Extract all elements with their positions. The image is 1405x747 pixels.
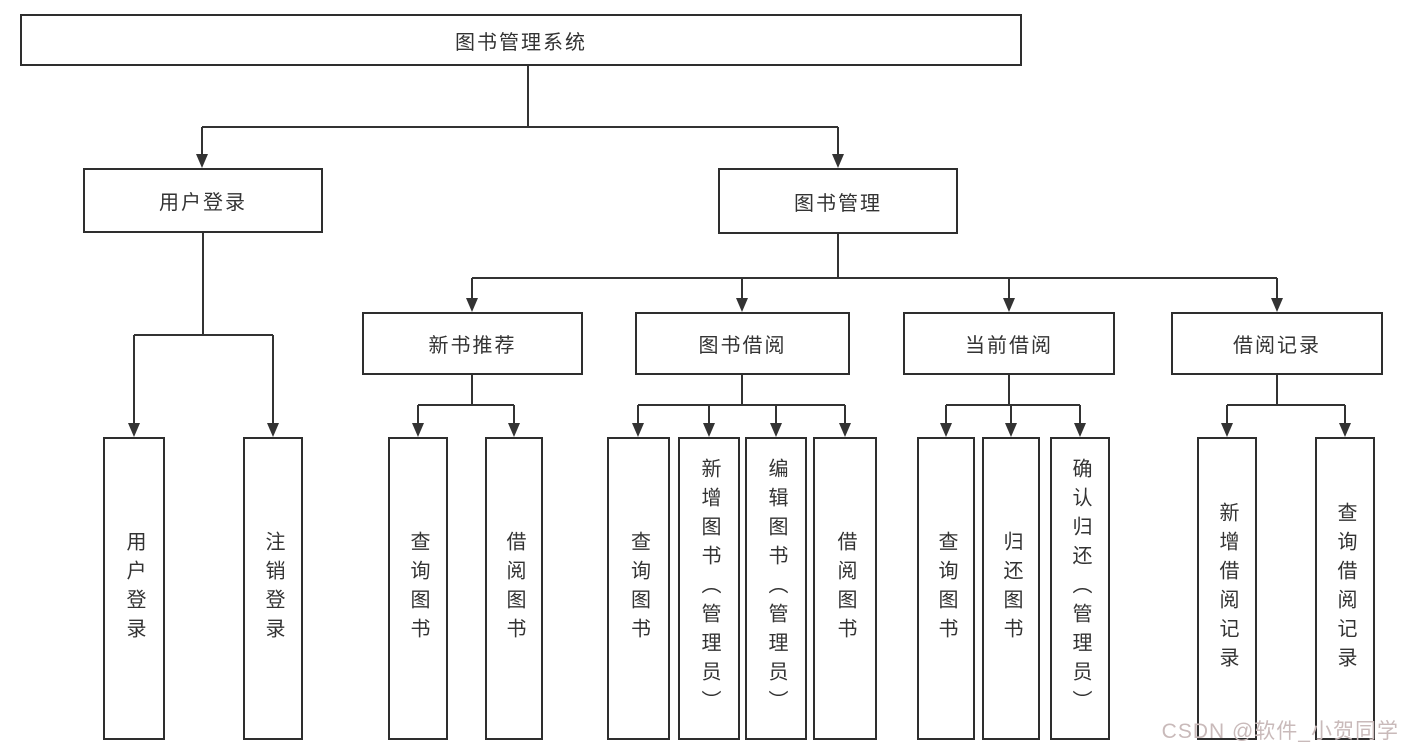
- arrowhead-icon: [466, 298, 478, 312]
- arrowhead-icon: [508, 423, 520, 437]
- node-label: 借阅图书: [503, 530, 525, 647]
- node-book-management: 图书管理: [718, 168, 958, 234]
- node-label: 查询图书: [407, 530, 429, 647]
- arrowhead-icon: [832, 154, 844, 168]
- arrowhead-icon: [267, 423, 279, 437]
- arrowhead-icon: [1339, 423, 1351, 437]
- node-label: 确认归还（管理员）: [1069, 458, 1091, 719]
- arrowhead-icon: [632, 423, 644, 437]
- arrowhead-icon: [839, 423, 851, 437]
- leaf-borrow-book-1: 借阅图书: [485, 437, 543, 740]
- leaf-user-login: 用户登录: [103, 437, 165, 740]
- node-label: 借阅图书: [834, 530, 856, 647]
- leaf-confirm-return-admin: 确认归还（管理员）: [1050, 437, 1110, 740]
- node-label: 图书管理: [794, 192, 882, 215]
- node-label: 查询图书: [935, 530, 957, 647]
- arrowhead-icon: [1074, 423, 1086, 437]
- node-label: 注销登录: [262, 530, 284, 647]
- node-label: 新增图书（管理员）: [698, 458, 720, 719]
- node-label: 编辑图书（管理员）: [765, 458, 787, 719]
- node-borrow-records: 借阅记录: [1171, 312, 1383, 375]
- node-label: 查询借阅记录: [1334, 501, 1356, 676]
- node-user-login: 用户登录: [83, 168, 323, 233]
- leaf-logout: 注销登录: [243, 437, 303, 740]
- node-root: 图书管理系统: [20, 14, 1022, 66]
- leaf-query-borrow-record: 查询借阅记录: [1315, 437, 1375, 740]
- arrowhead-icon: [1003, 298, 1015, 312]
- node-new-book-recommend: 新书推荐: [362, 312, 583, 375]
- arrowhead-icon: [940, 423, 952, 437]
- node-label: 借阅记录: [1233, 335, 1321, 357]
- node-label: 新增借阅记录: [1216, 501, 1238, 676]
- leaf-borrow-book-2: 借阅图书: [813, 437, 877, 740]
- arrowhead-icon: [1005, 423, 1017, 437]
- leaf-return-book: 归还图书: [982, 437, 1040, 740]
- arrowhead-icon: [1271, 298, 1283, 312]
- leaf-query-book-1: 查询图书: [388, 437, 448, 740]
- arrowhead-icon: [1221, 423, 1233, 437]
- csdn-watermark: CSDN @软件_小贺同学: [1161, 720, 1399, 743]
- node-label: 当前借阅: [965, 335, 1053, 357]
- node-label: 图书管理系统: [455, 31, 587, 54]
- leaf-query-book-3: 查询图书: [917, 437, 975, 740]
- node-label: 查询图书: [627, 530, 650, 647]
- leaf-add-borrow-record: 新增借阅记录: [1197, 437, 1257, 740]
- leaf-add-book-admin: 新增图书（管理员）: [678, 437, 740, 740]
- node-label: 用户登录: [123, 530, 145, 647]
- node-label: 归还图书: [1000, 530, 1022, 647]
- arrowhead-icon: [196, 154, 208, 168]
- arrowhead-icon: [703, 423, 715, 437]
- arrowhead-icon: [412, 423, 424, 437]
- leaf-query-book-2: 查询图书: [607, 437, 670, 740]
- arrowhead-icon: [736, 298, 748, 312]
- node-label: 用户登录: [159, 192, 247, 214]
- arrowhead-icon: [128, 423, 140, 437]
- arrowhead-icon: [770, 423, 782, 437]
- node-current-borrow: 当前借阅: [903, 312, 1115, 375]
- node-label: 图书借阅: [698, 335, 787, 357]
- node-label: 新书推荐: [428, 335, 517, 357]
- node-book-borrow: 图书借阅: [635, 312, 850, 375]
- leaf-edit-book-admin: 编辑图书（管理员）: [745, 437, 807, 740]
